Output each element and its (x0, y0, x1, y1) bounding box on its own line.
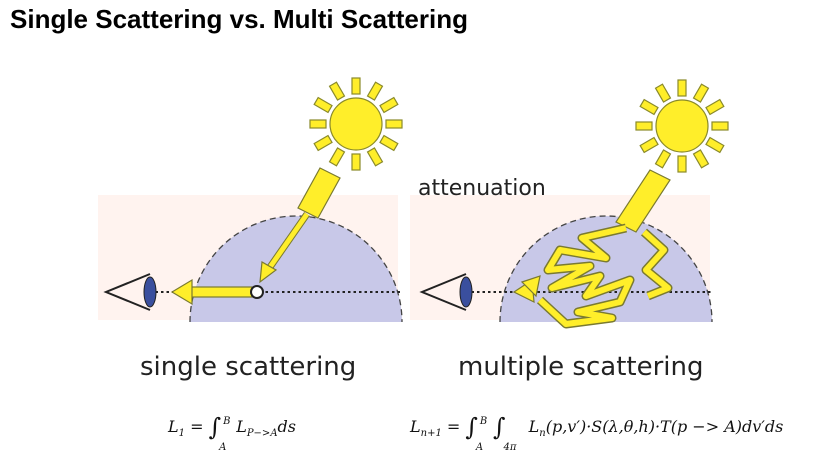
formula-tail: ds (277, 417, 296, 436)
integral-1-upper-limit: B (479, 416, 488, 427)
scatter-point (250, 285, 264, 299)
integral-1-lower-limit: A (475, 442, 484, 453)
integral-sign-2: ∫ (493, 413, 506, 441)
left-atmosphere-edge (189, 215, 403, 323)
integral-upper-limit: B (223, 416, 231, 427)
right-sun-icon (635, 79, 729, 173)
formula-body: L (528, 417, 540, 436)
right-sunlight-ray (615, 169, 671, 233)
multiple-scattering-caption: multiple scattering (458, 352, 704, 382)
right-arrowhead-2 (520, 275, 541, 298)
single-scattering-figure (103, 77, 403, 323)
left-sunlight-ray (297, 167, 341, 219)
single-scattering-caption: single scattering (140, 352, 357, 382)
formula-body: L (236, 417, 247, 436)
integral-lower-limit: A (219, 442, 227, 453)
multiple-scattering-figure (419, 79, 729, 329)
attenuation-label: attenuation (418, 176, 546, 201)
formula-lhs-sub: n+1 (420, 428, 442, 440)
left-scatter-in-arrowhead (259, 261, 278, 284)
right-eye-icon (419, 273, 473, 311)
formula-lhs-sub: 1 (178, 428, 185, 440)
formula-body-sub: n (539, 428, 546, 440)
formula-lhs: L (410, 417, 421, 436)
formula-rest: (p,v′)·S(λ,θ,h)·T(p −> A)dv′ds (545, 417, 784, 436)
formula-body-sub: P−>A (246, 428, 278, 440)
left-sun-icon (309, 77, 403, 171)
integral-sign-1: ∫ (465, 413, 478, 441)
formula-equals: = (190, 417, 204, 436)
left-scatter-out-arrowhead (170, 278, 193, 306)
left-eye-icon (103, 273, 157, 311)
left-scatter-in-ray (265, 212, 310, 272)
page-title: Single Scattering vs. Multi Scattering (10, 4, 468, 34)
formula-lhs: L (168, 417, 179, 436)
right-bounce-path-2 (641, 229, 671, 299)
integral-sign: ∫ (208, 413, 222, 441)
right-bounce-path (537, 225, 633, 327)
formula-equals: = (446, 417, 461, 436)
integral-2-lower-limit: 4π (503, 442, 517, 453)
left-scatter-out-ray (185, 286, 253, 298)
right-atmosphere-edge (499, 215, 713, 323)
